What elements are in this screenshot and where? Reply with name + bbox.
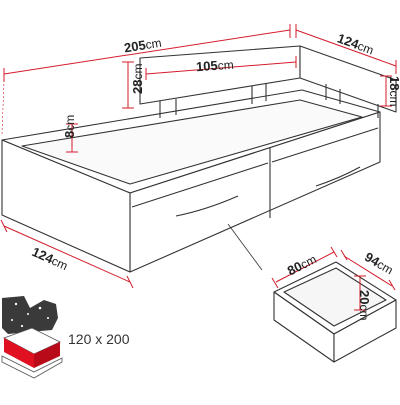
label-headboard-length: 105cm [195,57,234,75]
label-drawer-width: 80cm [285,251,319,278]
label-headboard-height: 28cm [130,64,145,94]
bed-drawing [1,89,381,273]
headboard-right-panel [299,45,397,113]
drawer-leader-line [227,223,263,271]
label-frame-height-value: 8 [62,131,77,138]
headboard [139,45,397,118]
label-headboard-length-value: 105 [195,58,218,74]
bed-left-face [1,139,131,273]
label-right-panel-height-value: 18 [387,76,400,90]
label-depth-right-unit: cm [356,39,376,58]
drawer-inner [283,267,387,327]
label-drawer-height-unit: cm [357,304,371,320]
label-right-panel-height: 18cm [387,76,400,106]
label-headboard-height-unit: cm [131,64,145,80]
label-total-length: 205cm [123,35,163,56]
label-drawer-depth-unit: cm [375,257,396,277]
label-headboard-length-unit: cm [217,58,234,73]
label-total-width-unit: cm [50,254,70,273]
drawer-handle-right [315,166,361,187]
mattress-icon-backdrop [2,296,58,334]
label-headboard-height-value: 28 [130,80,145,94]
drawer-left-top [131,162,269,208]
label-frame-height: 8cm [62,115,77,138]
drawer-detail [273,261,397,363]
label-depth-right: 124cm [335,30,376,57]
label-drawer-width-value: 80 [285,258,305,278]
label-depth-right-value: 124 [335,30,361,52]
dimension-labels: 205cm 124cm 105cm 28cm 18cm 8cm 124cm 80… [30,30,400,347]
drawer-side [333,299,397,363]
label-drawer-height: 20cm [357,290,372,320]
mattress-icon-base [1,355,63,379]
drawer-handle-left [175,195,239,217]
label-drawer-height-value: 20 [357,290,372,304]
drawer-right-top [271,127,379,163]
label-frame-height-unit: cm [63,115,77,131]
label-total-length-value: 205 [123,37,147,55]
mattress-icon-red [4,338,34,368]
label-right-panel-height-unit: cm [387,90,400,106]
label-drawer-width-unit: cm [298,252,319,272]
bed-inner-opening [21,99,363,185]
label-total-width: 124cm [30,244,71,273]
label-total-length-unit: cm [145,36,163,52]
dimension-lines [0,24,397,289]
mattress-icon-red-side [34,342,60,368]
label-drawer-depth: 94cm [362,249,396,277]
drawer-dimension-lines [271,246,396,311]
mattress-size-label: 120 x 200 [68,331,130,347]
mattress-size-icon [1,296,63,379]
